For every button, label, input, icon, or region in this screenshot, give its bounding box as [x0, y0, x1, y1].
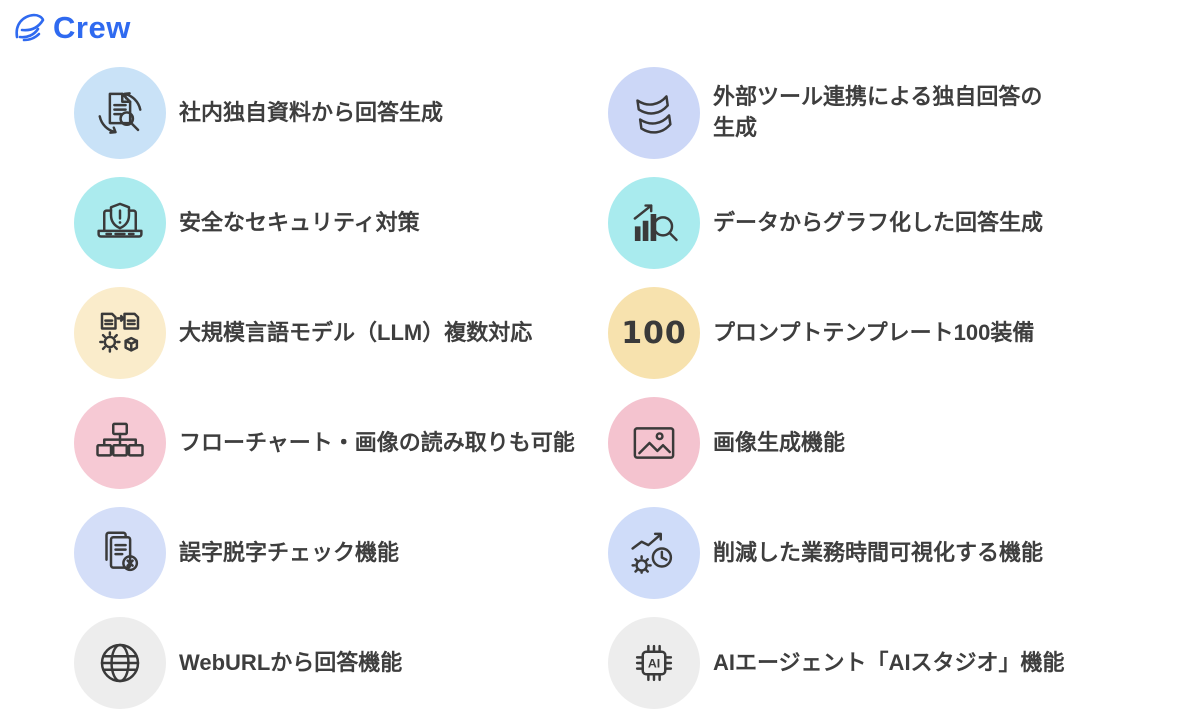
- feature-badge: [608, 177, 700, 269]
- feature-item: 社内独自資料から回答生成: [0, 67, 600, 159]
- feature-item: 誤字脱字チェック機能: [0, 507, 600, 599]
- feature-label: プロンプトテンプレート100装備: [713, 319, 1035, 345]
- feature-item: 削減した業務時間可視化する機能: [600, 507, 1200, 599]
- hundred-icon: 100: [621, 315, 687, 351]
- feature-label: データからグラフ化した回答生成: [713, 209, 1044, 235]
- feature-item: フローチャート・画像の読み取りも可能: [0, 397, 600, 489]
- feature-label: 外部ツール連携による独自回答の 生成: [713, 84, 1043, 140]
- feature-item: 安全なセキュリティ対策: [0, 177, 600, 269]
- feature-label: 社内独自資料から回答生成: [179, 99, 444, 125]
- feature-label: WebURLから回答機能: [179, 649, 403, 675]
- feature-badge: [608, 397, 700, 489]
- svg-text:AI: AI: [648, 657, 660, 671]
- feature-item: 大規模言語モデル（LLM）複数対応: [0, 287, 600, 379]
- chart-magnifier-icon: [633, 204, 678, 242]
- feature-item: データからグラフ化した回答生成: [600, 177, 1200, 269]
- feature-label: AIエージェント「AIスタジオ」機能: [713, 649, 1065, 675]
- feature-item: 100 プロンプトテンプレート100装備: [600, 287, 1200, 379]
- ai-chip-icon: AI: [635, 644, 673, 682]
- feature-item: AI AIエージェント「AIスタジオ」機能: [600, 617, 1200, 709]
- features-grid: 社内独自資料から回答生成 外部ツール連携による独自回答の 生成: [0, 58, 1200, 718]
- feature-badge: [74, 507, 166, 599]
- feature-label: 安全なセキュリティ対策: [179, 209, 420, 235]
- feature-badge: [74, 177, 166, 269]
- feature-badge: [74, 617, 166, 709]
- feature-item: 外部ツール連携による独自回答の 生成: [600, 67, 1200, 159]
- feature-badge: [608, 507, 700, 599]
- feature-label: フローチャート・画像の読み取りも可能: [179, 429, 575, 455]
- feature-label: 画像生成機能: [713, 429, 846, 455]
- feature-label: 削減した業務時間可視化する機能: [713, 539, 1044, 565]
- flowchart-icon: [96, 422, 144, 457]
- crew-logo-icon: [15, 13, 45, 42]
- feature-badge: AI: [608, 617, 700, 709]
- ribbon-flow-icon: [636, 95, 672, 134]
- document-error-icon: [105, 531, 139, 572]
- feature-badge: [74, 67, 166, 159]
- crew-logo[interactable]: Crew: [12, 10, 131, 46]
- image-icon: [633, 427, 675, 459]
- feature-badge: [608, 67, 700, 159]
- feature-item: WebURLから回答機能: [0, 617, 600, 709]
- feature-badge: [74, 397, 166, 489]
- feature-badge: [74, 287, 166, 379]
- globe-icon: [100, 643, 140, 683]
- feature-label: 大規模言語モデル（LLM）複数対応: [179, 319, 533, 345]
- feature-item: 画像生成機能: [600, 397, 1200, 489]
- feature-label: 誤字脱字チェック機能: [179, 539, 400, 565]
- security-laptop-shield-icon: [97, 202, 143, 238]
- document-search-icon: [98, 92, 142, 134]
- documents-gear-icon: [99, 312, 140, 353]
- time-visualization-icon: [631, 532, 673, 574]
- feature-badge: 100: [608, 287, 700, 379]
- crew-logo-text: Crew: [53, 10, 131, 45]
